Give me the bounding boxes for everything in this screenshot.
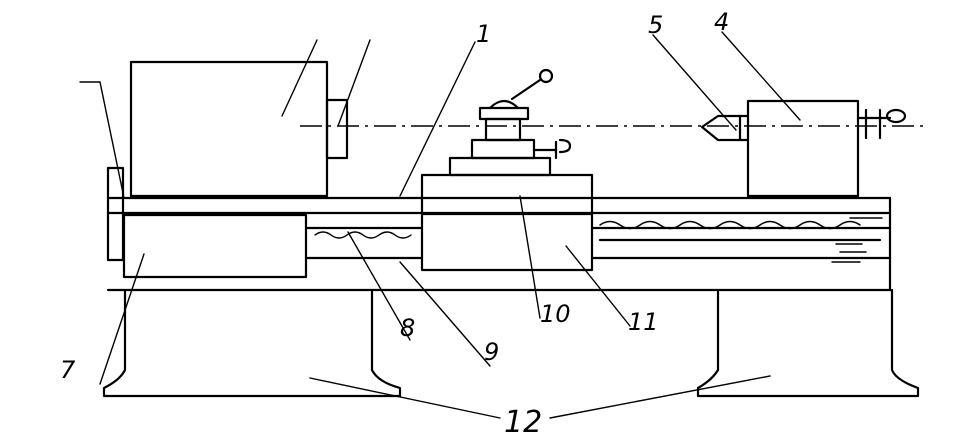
label-1: 1 bbox=[476, 20, 491, 48]
label-8: 8 bbox=[400, 314, 415, 342]
tailstock-centre bbox=[700, 114, 750, 142]
lathe-legs bbox=[102, 288, 920, 398]
lead-screw bbox=[304, 217, 892, 263]
label-4: 4 bbox=[714, 8, 729, 36]
apron bbox=[420, 173, 594, 272]
leader-lines bbox=[99, 31, 801, 419]
spindle-chuck bbox=[325, 98, 349, 160]
tailstock bbox=[746, 99, 860, 198]
end-cover-leader bbox=[79, 81, 125, 199]
tool-post bbox=[448, 68, 572, 177]
label-9: 9 bbox=[484, 338, 499, 366]
feed-gearbox bbox=[122, 213, 308, 279]
tailstock-handwheel bbox=[856, 108, 907, 140]
label-5: 5 bbox=[648, 11, 663, 39]
end-cover bbox=[106, 166, 125, 262]
label-10: 10 bbox=[540, 300, 571, 328]
label-11: 11 bbox=[628, 308, 659, 336]
label-12: 12 bbox=[504, 405, 542, 440]
label-7: 7 bbox=[60, 356, 76, 384]
